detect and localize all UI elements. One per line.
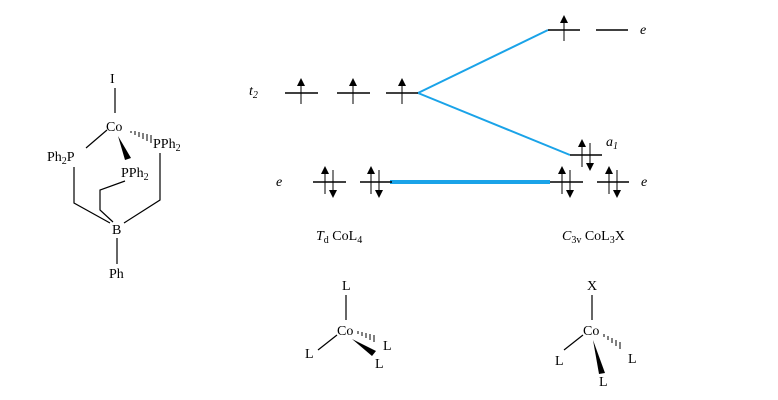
phosphine-middle: PPh2 xyxy=(121,166,149,183)
label-t2: t2 xyxy=(249,84,258,101)
solid-wedge-co-p-mid xyxy=(118,136,131,160)
atom-boron: B xyxy=(112,223,121,238)
c3v-top-x: X xyxy=(587,279,597,294)
label-e-top-right: e xyxy=(640,23,646,38)
td-left-ligand: L xyxy=(305,347,314,362)
t2-level-3 xyxy=(386,78,418,104)
label-e-right: e xyxy=(641,175,647,190)
t2-level-2 xyxy=(337,78,370,104)
atom-iodine: I xyxy=(110,72,115,87)
atom-cobalt: Co xyxy=(106,120,122,135)
td-bottom-ligand: L xyxy=(375,357,384,372)
t2-level-1 xyxy=(285,78,318,104)
c3v-center-co: Co xyxy=(583,324,599,339)
label-c3v-col3x: C3v CoL3X xyxy=(562,229,625,246)
c3v-bottom-ligand: L xyxy=(599,375,608,390)
atom-phenyl: Ph xyxy=(109,267,124,282)
c3v-hashed-wedge xyxy=(603,334,621,349)
hashed-wedge-co-p-right xyxy=(130,131,152,143)
td-hashed-wedge xyxy=(357,331,375,342)
c3v-left-ligand: L xyxy=(555,354,564,369)
c3v-structure: X Co L L L xyxy=(555,279,637,390)
label-a1: a1 xyxy=(606,135,618,152)
e-level-left-1 xyxy=(313,166,346,198)
e-level-right-2 xyxy=(597,166,629,198)
label-td-colf4: Td CoL4 xyxy=(316,229,362,246)
td-top-ligand: L xyxy=(342,279,351,294)
phosphine-left: Ph2P xyxy=(47,150,75,167)
correlation-t2-to-a1 xyxy=(417,92,571,156)
td-center-co: Co xyxy=(337,324,353,339)
bond-co-p-left xyxy=(85,129,108,149)
tripodal-cobalt-complex: I Co Ph2P PPh2 PPh2 B Ph xyxy=(47,72,181,282)
e-level-right-1 xyxy=(550,166,583,198)
a1-level xyxy=(570,139,602,171)
arm-right xyxy=(123,153,161,224)
arm-left xyxy=(73,167,111,224)
label-e-left: e xyxy=(276,175,282,190)
svg-text:PPh2: PPh2 xyxy=(121,166,149,183)
arm-middle xyxy=(99,180,126,223)
correlation-t2-to-e xyxy=(417,29,549,94)
svg-text:Ph2P: Ph2P xyxy=(47,150,75,167)
td-solid-wedge xyxy=(352,339,376,356)
c3v-solid-wedge xyxy=(593,340,605,374)
c3v-right-ligand: L xyxy=(628,352,637,367)
svg-text:PPh2: PPh2 xyxy=(153,137,181,154)
e-level-top-right-1 xyxy=(548,15,580,41)
mo-correlation-diagram: t2 e xyxy=(249,15,647,246)
phosphine-right: PPh2 xyxy=(153,137,181,154)
td-right-ligand: L xyxy=(383,339,392,354)
td-structure: L Co L L L xyxy=(305,279,392,372)
e-level-left-2 xyxy=(360,166,392,198)
